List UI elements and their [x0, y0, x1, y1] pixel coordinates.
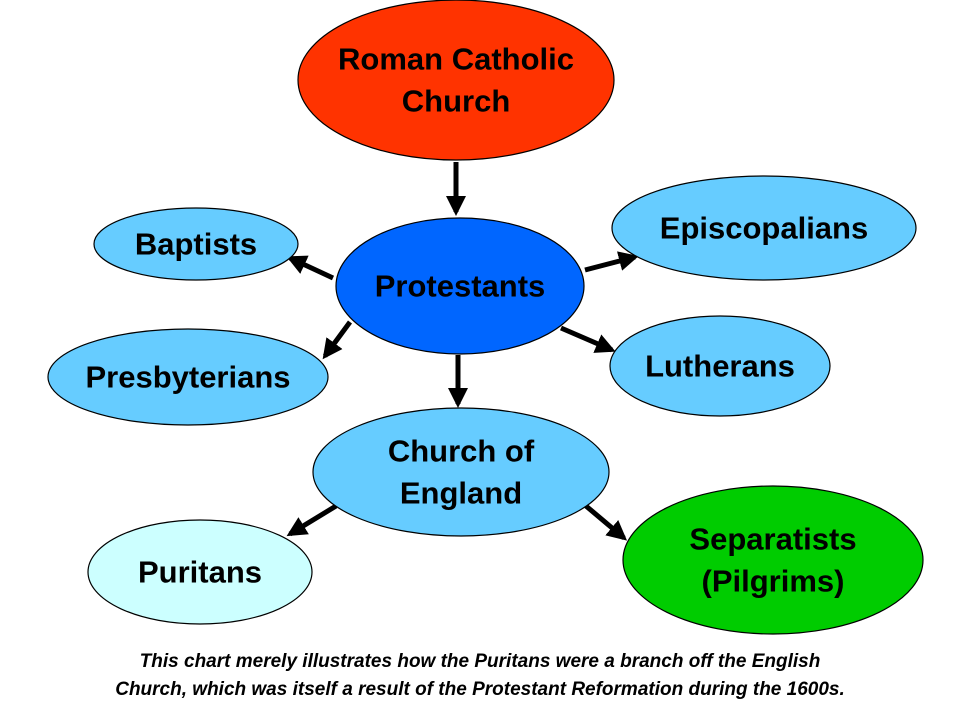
- node-church-of-england: Church of England: [312, 407, 610, 537]
- node-separatists: Separatists (Pilgrims): [622, 485, 924, 635]
- node-baptists: Baptists: [93, 207, 299, 281]
- arrow-protestants-to-presbyterians: [322, 320, 353, 360]
- node-separatists-ellipse: [622, 485, 924, 635]
- arrow-church-of-england-to-separatists: [584, 504, 628, 541]
- caption-line-1: This chart merely illustrates how the Pu…: [139, 651, 821, 672]
- node-lutherans: Lutherans: [609, 315, 831, 417]
- node-baptists-ellipse: [93, 207, 299, 281]
- node-roman-catholic-label-1: Roman Catholic: [338, 42, 574, 77]
- node-lutherans-label-1: Lutherans: [645, 349, 795, 384]
- node-episcopalians-label-1: Episcopalians: [660, 211, 868, 246]
- node-roman-catholic-ellipse: [297, 0, 615, 161]
- caption-line-2: Church, which was itself a result of the…: [115, 679, 845, 700]
- connector-arrows: [286, 162, 639, 541]
- node-church-of-england-ellipse: [312, 407, 610, 537]
- node-presbyterians: Presbyterians: [47, 328, 329, 426]
- node-puritans-label-1: Puritans: [138, 555, 262, 590]
- node-presbyterians-label-1: Presbyterians: [85, 360, 290, 395]
- node-protestants-ellipse: [335, 217, 585, 355]
- node-episcopalians-ellipse: [611, 175, 917, 281]
- node-presbyterians-ellipse: [47, 328, 329, 426]
- node-episcopalians: Episcopalians: [611, 175, 917, 281]
- node-lutherans-ellipse: [609, 315, 831, 417]
- node-puritans: Puritans: [87, 519, 313, 625]
- arrow-protestants-to-baptists: [286, 255, 335, 281]
- node-church-of-england-label-1: Church of: [388, 434, 535, 469]
- arrow-protestants-to-episcopalians: [584, 251, 639, 273]
- arrow-protestants-to-lutherans: [560, 325, 616, 353]
- arrow-church-of-england-to-puritans: [286, 503, 338, 537]
- node-separatists-label-2: (Pilgrims): [702, 564, 845, 599]
- node-protestants: Protestants: [335, 217, 585, 355]
- node-roman-catholic-label-2: Church: [402, 84, 511, 119]
- node-church-of-england-label-2: England: [400, 476, 522, 511]
- node-protestants-label-1: Protestants: [375, 269, 546, 304]
- node-puritans-ellipse: [87, 519, 313, 625]
- caption: This chart merely illustrates how the Pu…: [0, 648, 960, 704]
- node-baptists-label-1: Baptists: [135, 227, 257, 262]
- node-separatists-label-1: Separatists: [689, 522, 856, 557]
